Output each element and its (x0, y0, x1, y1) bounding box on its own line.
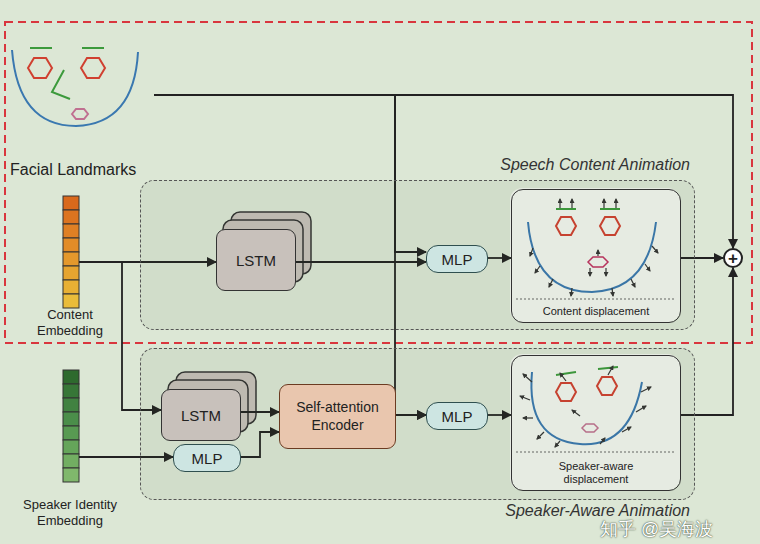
node-label: Self-attention Encoder (280, 399, 395, 434)
content-embedding-cells (63, 280, 79, 294)
node-label: Speaker-Aware Animation (505, 502, 690, 521)
speaker-embedding-cells (63, 384, 79, 398)
node-label: Speaker-aware displacement (547, 460, 645, 486)
face-landmarks (12, 48, 138, 126)
lstm-box: LSTM (161, 389, 241, 441)
watermark: 知乎 @吴海波 (600, 517, 713, 541)
lstm-box: LSTM (216, 229, 296, 291)
node-label: Speech Content Animation (500, 156, 690, 175)
red-dashed-frame (5, 22, 752, 343)
speaker-embedding-cells (63, 412, 79, 426)
face-landmarks (28, 58, 52, 78)
node-label: MLP (442, 251, 473, 268)
node-label: Content Embedding (25, 307, 115, 338)
node-label: LSTM (181, 407, 221, 424)
mlp-box: MLP (173, 444, 241, 472)
speaker-embedding: Speaker Identity Embedding (10, 368, 130, 532)
node-label: MLP (192, 450, 223, 467)
content-embedding-cells (63, 196, 79, 210)
embedding-leads (79, 261, 116, 263)
content-embedding-cells (63, 224, 79, 238)
speaker-embedding-cells (63, 398, 79, 412)
speaker-embedding-cells (63, 370, 79, 482)
sum-node: + (723, 248, 743, 268)
module-group: Speaker-Aware AnimationLSTMMLPSelf-atten… (140, 348, 695, 500)
red-dashed-frame (5, 22, 752, 343)
facial-landmarks: Facial Landmarks (4, 30, 154, 180)
speaker-embedding-cells (63, 454, 79, 468)
mlp-box: MLP (426, 402, 488, 430)
node-label: Content displacement (512, 305, 680, 318)
speaker-embedding-cells (63, 426, 79, 440)
embedding-leads (79, 456, 131, 458)
displacement-box: Speaker-aware displacement (511, 355, 681, 491)
node-label: Speaker Identity Embedding (10, 497, 130, 528)
content-embedding-cells (63, 210, 79, 224)
speaker-embedding-cells (63, 468, 79, 482)
content-embedding-cells (63, 266, 79, 280)
content-embedding: Content Embedding (25, 194, 115, 342)
face-landmarks (52, 70, 70, 99)
face-landmarks (12, 50, 138, 126)
content-embedding-cells (63, 252, 79, 266)
node-label: MLP (442, 408, 473, 425)
displacement-box: Content displacement (511, 189, 681, 323)
mlp-box: MLP (426, 245, 488, 273)
node-label: Facial Landmarks (10, 161, 136, 180)
face-landmarks (30, 47, 104, 49)
speaker-embedding-cells (63, 370, 79, 384)
encoder-box: Self-attention Encoder (279, 384, 396, 449)
embedding-leads (79, 262, 131, 457)
face-landmarks (72, 109, 88, 119)
module-group: Speech Content AnimationLSTMMLPContent d… (140, 180, 695, 330)
node-label: LSTM (236, 252, 276, 269)
node-label: + (728, 250, 738, 267)
content-embedding-cells (63, 294, 79, 308)
speaker-embedding-cells (63, 440, 79, 454)
content-embedding-cells (63, 238, 79, 252)
content-embedding-cells (63, 196, 79, 308)
face-landmarks (81, 58, 105, 78)
